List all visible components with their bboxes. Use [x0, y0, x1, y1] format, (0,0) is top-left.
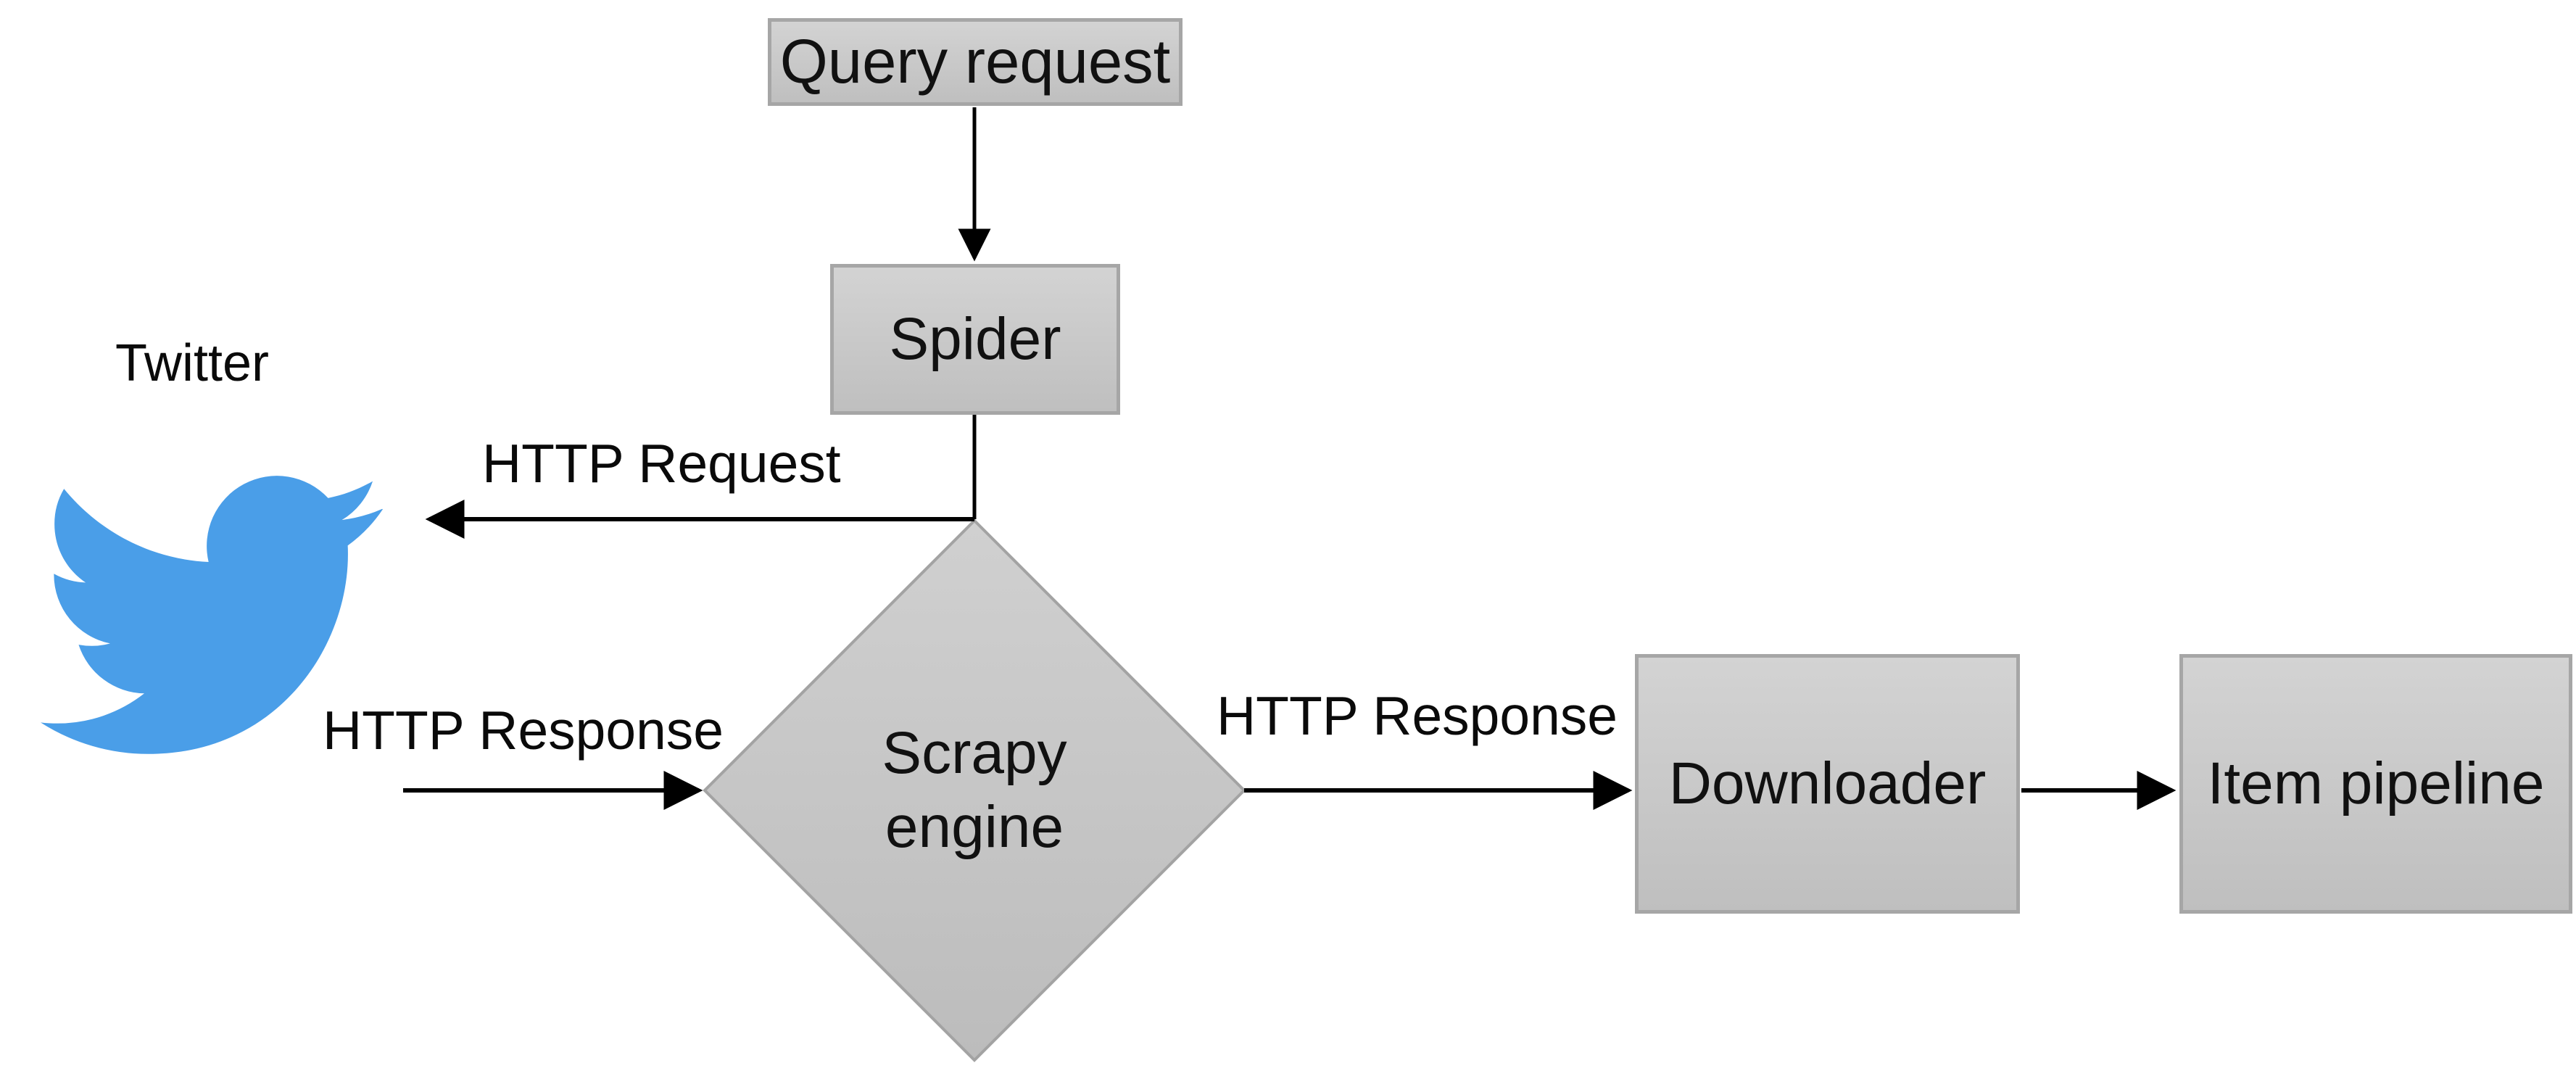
- downloader-label: Downloader: [1668, 750, 1987, 816]
- query-request-node: Query request: [768, 18, 1183, 106]
- http-response-from-twitter-label: HTTP Response: [323, 700, 724, 761]
- spider-label: Spider: [889, 305, 1061, 372]
- http-response-to-downloader-label: HTTP Response: [1217, 685, 1618, 746]
- twitter-label: Twitter: [115, 334, 270, 392]
- query-request-label: Query request: [779, 27, 1171, 96]
- twitter-bird-path: [41, 476, 383, 754]
- scrapy-engine-label: Scrapy engine: [882, 719, 1067, 861]
- twitter-bird-icon: [41, 476, 383, 754]
- http-request-label: HTTP Request: [482, 433, 841, 494]
- spider-node: Spider: [830, 264, 1120, 415]
- item-pipeline-node: Item pipeline: [2179, 654, 2572, 914]
- item-pipeline-label: Item pipeline: [2207, 750, 2545, 816]
- scrapy-engine-diamond-shape: [703, 518, 1246, 1062]
- downloader-node: Downloader: [1635, 654, 2020, 914]
